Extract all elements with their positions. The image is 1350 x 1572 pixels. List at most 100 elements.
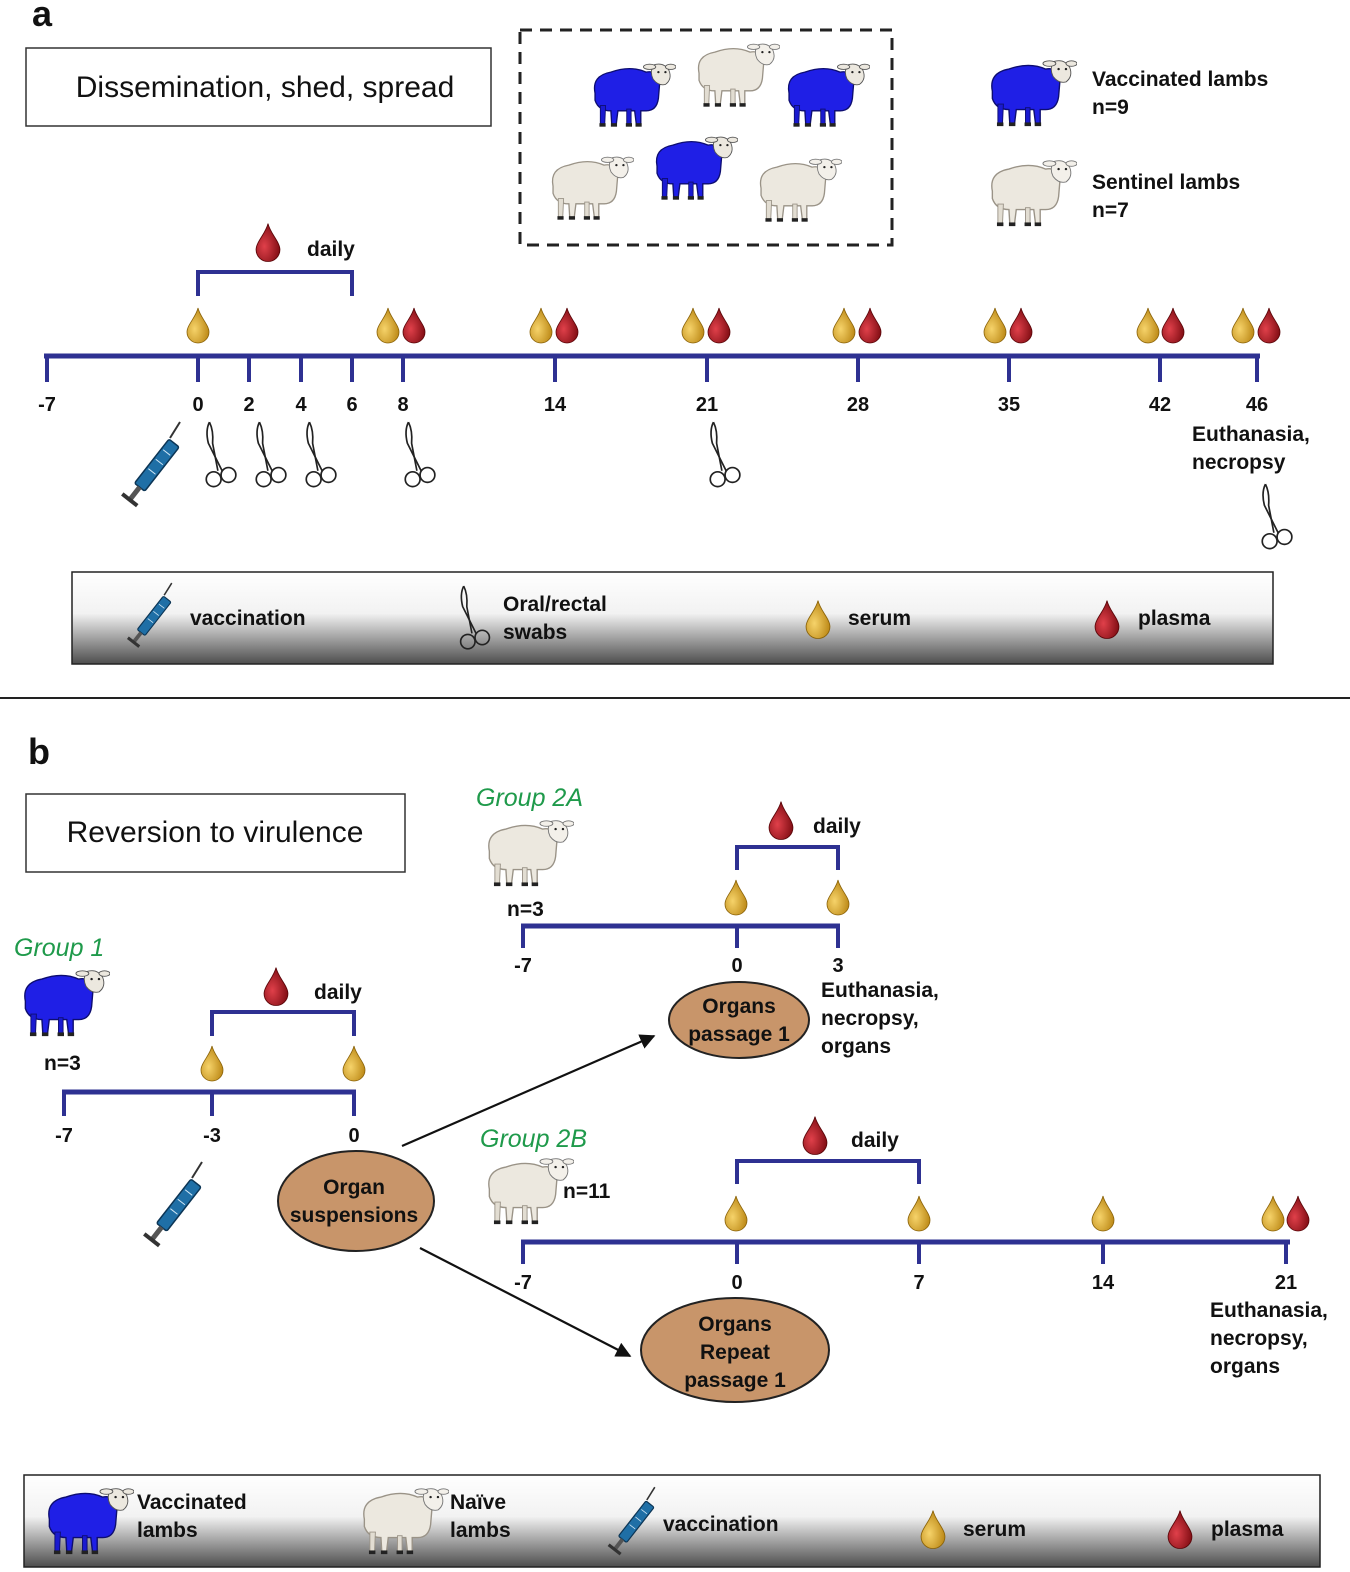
serum-drop-icon <box>826 879 850 916</box>
serum-drop-icon <box>681 307 705 344</box>
group2b-daily-label: daily <box>851 1129 899 1152</box>
group2b-n: n=11 <box>563 1180 611 1203</box>
plasma-drop-icon <box>858 307 882 344</box>
panel-b-title: Reversion to virulence <box>67 816 364 849</box>
organ-suspensions-line2: suspensions <box>290 1204 418 1227</box>
sentinel-lamb-icon <box>759 158 842 223</box>
group2b-end-note-line1: Euthanasia, <box>1210 1299 1328 1322</box>
tick-label: -3 <box>203 1125 221 1147</box>
panel-b-title-box <box>25 793 406 873</box>
panel-b-letter: b <box>28 731 50 772</box>
group2b-name: Group 2B <box>480 1125 587 1153</box>
serum-drop-icon <box>724 879 748 916</box>
serum-drop-icon <box>342 1045 366 1082</box>
tick-label: 0 <box>348 1125 359 1147</box>
plasma-drop-icon <box>255 223 281 262</box>
naive-lamb-icon <box>488 819 574 887</box>
sentinel-lamb-key-icon <box>991 159 1077 227</box>
panel-a-end-note-line1: Euthanasia, <box>1192 423 1310 446</box>
organ-suspensions-line1: Organ <box>323 1176 385 1199</box>
panel-a-sample-drops <box>186 307 1281 344</box>
tick-label: 14 <box>1092 1272 1115 1294</box>
sentinel-lamb-icon <box>551 156 634 221</box>
serum-drop-icon <box>529 307 553 344</box>
tick-label: 0 <box>731 1272 742 1294</box>
sentinel-lambs-n: n=7 <box>1092 199 1129 222</box>
swab-icon <box>1261 483 1293 550</box>
legend-vaccination-label: vaccination <box>190 607 306 630</box>
tick-label: 14 <box>544 394 567 416</box>
organ-suspensions-oval <box>277 1150 435 1252</box>
group2a-end-note-line1: Euthanasia, <box>821 979 939 1002</box>
plasma-drop-icon <box>555 307 579 344</box>
organs-passage-1-line2: passage 1 <box>688 1023 790 1046</box>
plasma-drop-icon <box>707 307 731 344</box>
group1-n: n=3 <box>44 1052 81 1075</box>
serum-drop-icon <box>1136 307 1160 344</box>
group2a-n: n=3 <box>507 898 544 921</box>
tick-label: 46 <box>1246 394 1268 416</box>
tick-label: 2 <box>243 394 254 416</box>
panel-b-legend <box>23 1474 1321 1568</box>
serum-drop-icon <box>186 307 210 344</box>
tick-label: -7 <box>38 394 56 416</box>
group2a-name: Group 2A <box>476 784 583 812</box>
serum-drop-icon <box>907 1195 931 1232</box>
serum-drop-icon <box>1091 1195 1115 1232</box>
legend-naive-line1: Naïve <box>450 1491 506 1514</box>
serum-drop-icon <box>376 307 400 344</box>
serum-drop-icon <box>724 1195 748 1232</box>
panel-a-letter: a <box>32 0 53 34</box>
syringe-icon <box>141 1160 205 1249</box>
panel-a-ticks <box>45 356 1259 382</box>
group1-daily-bracket <box>210 1010 356 1036</box>
tick-label: 42 <box>1149 394 1171 416</box>
tick-label: -7 <box>55 1125 73 1147</box>
serum-drop-icon <box>1231 307 1255 344</box>
organs-repeat-line1: Organs <box>698 1313 772 1336</box>
syringe-icon <box>120 421 183 509</box>
tick-label: 0 <box>731 955 742 977</box>
legend-plasma-label: plasma <box>1138 607 1211 630</box>
arrow-to-passage-1 <box>401 1034 656 1148</box>
group2a-end-note-line2: necropsy, <box>821 1007 919 1030</box>
vaccinated-lamb-icon <box>24 969 110 1037</box>
tick-label: 3 <box>832 955 843 977</box>
swab-icon <box>305 421 337 488</box>
tick-label: 21 <box>1275 1272 1297 1294</box>
lamb-pen <box>518 28 894 247</box>
naive-lamb-icon <box>488 1157 574 1225</box>
plasma-drop-icon <box>263 967 289 1006</box>
swab-icon <box>255 421 287 488</box>
swab-icon <box>404 421 436 488</box>
sentinel-lamb-icon <box>697 43 780 108</box>
plasma-drop-icon <box>1257 307 1281 344</box>
legend-vaccinated-line1: Vaccinated <box>137 1491 247 1514</box>
group1-daily-label: daily <box>314 981 362 1004</box>
group2a-daily-label: daily <box>813 815 861 838</box>
panel-a-legend <box>71 571 1274 665</box>
group2b-daily-bracket <box>735 1159 921 1184</box>
plasma-drop-icon <box>802 1116 828 1155</box>
organs-repeat-line3: passage 1 <box>684 1369 786 1392</box>
vaccinated-lambs-n: n=9 <box>1092 96 1129 119</box>
swab-icon <box>205 421 237 488</box>
group2a-end-note-line3: organs <box>821 1035 891 1058</box>
organs-passage-1-oval <box>668 981 810 1059</box>
plasma-drop-icon <box>768 801 794 840</box>
legend-b-serum-label: serum <box>963 1518 1026 1541</box>
serum-drop-icon <box>200 1045 224 1082</box>
vaccinated-lamb-icon <box>787 63 870 128</box>
plasma-drop-icon <box>1009 307 1033 344</box>
legend-swabs-line2: swabs <box>503 621 567 644</box>
arrow-to-repeat-passage <box>419 1247 632 1357</box>
legend-vaccinated-line2: lambs <box>137 1519 198 1542</box>
organs-repeat-passage-oval <box>640 1297 830 1403</box>
tick-label: 35 <box>998 394 1020 416</box>
legend-swabs-line1: Oral/rectal <box>503 593 607 616</box>
panel-a-title: Dissemination, shed, spread <box>76 71 455 104</box>
group2b-end-note-line2: necropsy, <box>1210 1327 1308 1350</box>
legend-b-plasma-label: plasma <box>1211 1518 1284 1541</box>
plasma-drop-icon <box>1161 307 1185 344</box>
